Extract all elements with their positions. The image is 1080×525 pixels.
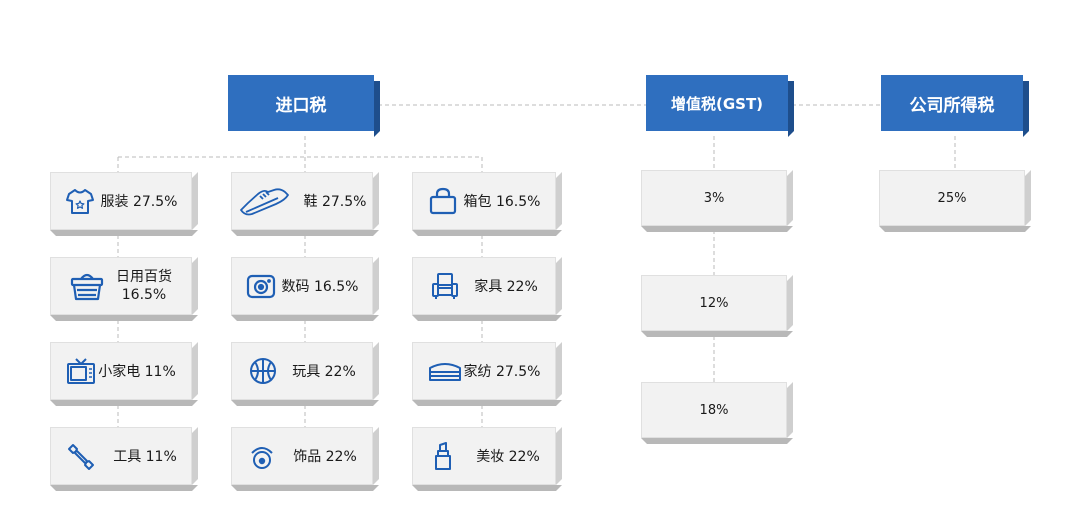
rate-label: 12% xyxy=(699,295,729,311)
rate-label: 18% xyxy=(699,402,729,418)
sofa-icon xyxy=(430,271,460,301)
gst-rate-12: 12% xyxy=(641,275,793,337)
ring-icon xyxy=(247,441,277,471)
gst-rate-18: 18% xyxy=(641,382,793,444)
item-label: 小家电 11% xyxy=(98,364,176,380)
bedding-icon xyxy=(428,356,462,386)
item-shoes: 鞋 27.5% xyxy=(231,172,379,236)
header-gst: 增值税(GST) xyxy=(646,75,794,137)
camera-icon xyxy=(246,271,276,301)
item-label: 美妆 22% xyxy=(476,449,540,465)
rate-label: 25% xyxy=(937,190,967,206)
item-bags: 箱包 16.5% xyxy=(412,172,562,236)
header-gst-label: 增值税(GST) xyxy=(646,75,788,131)
bag-icon xyxy=(428,186,458,216)
header-corp-tax-label: 公司所得税 xyxy=(881,75,1023,131)
header-corp-tax: 公司所得税 xyxy=(881,75,1029,137)
rate-label: 3% xyxy=(703,190,725,206)
corp-rate-25: 25% xyxy=(879,170,1031,232)
item-label: 数码 16.5% xyxy=(281,279,359,295)
item-label: 家纺 27.5% xyxy=(463,364,541,380)
item-cosmetics: 美妆 22% xyxy=(412,427,562,491)
tv-icon xyxy=(66,356,96,386)
item-label: 玩具 22% xyxy=(292,364,356,380)
item-digital: 数码 16.5% xyxy=(231,257,379,321)
item-label: 家具 22% xyxy=(474,279,538,295)
item-label: 箱包 16.5% xyxy=(463,194,541,210)
wrench-icon xyxy=(65,441,95,471)
ball-icon xyxy=(248,356,278,386)
sneaker-icon xyxy=(238,186,290,216)
item-home-textiles: 家纺 27.5% xyxy=(412,342,562,406)
item-label-line1: 日用百货 xyxy=(116,269,172,285)
gst-rate-3: 3% xyxy=(641,170,793,232)
item-furniture: 家具 22% xyxy=(412,257,562,321)
item-toys: 玩具 22% xyxy=(231,342,379,406)
header-import-tax: 进口税 xyxy=(228,75,380,137)
item-small-appliances: 小家电 11% xyxy=(50,342,198,406)
item-label: 鞋 27.5% xyxy=(303,194,367,210)
item-clothing: 服装 27.5% xyxy=(50,172,198,236)
item-tools: 工具 11% xyxy=(50,427,198,491)
item-label: 工具 11% xyxy=(113,449,177,465)
item-label: 服装 27.5% xyxy=(100,194,178,210)
item-label: 饰品 22% xyxy=(293,449,357,465)
basket-icon xyxy=(70,270,104,302)
item-accessories: 饰品 22% xyxy=(231,427,379,491)
tshirt-icon xyxy=(65,186,95,216)
item-label-line2: 16.5% xyxy=(121,287,167,303)
lipstick-icon xyxy=(428,441,458,471)
item-daily-goods: 日用百货 16.5% xyxy=(50,257,198,321)
header-import-tax-label: 进口税 xyxy=(228,75,374,131)
